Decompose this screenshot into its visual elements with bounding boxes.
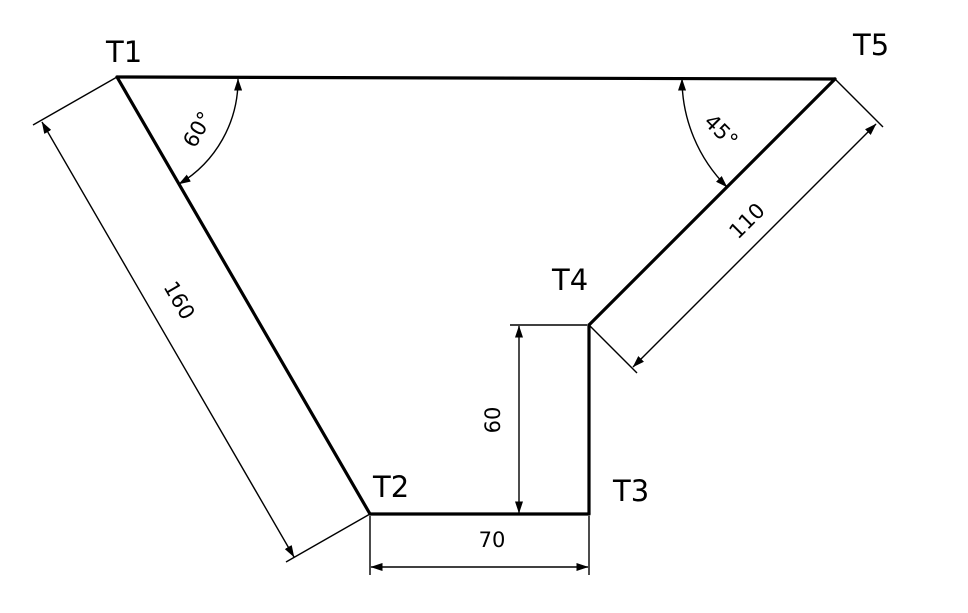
dimension-label-t3-t4: 60 xyxy=(481,407,505,434)
dimension-t4-t5: 110 xyxy=(588,78,884,374)
dimension-t3-t4: 60 xyxy=(481,324,587,514)
point-label-t5: T5 xyxy=(852,28,889,62)
edge-t1-t2 xyxy=(115,75,372,516)
dimension-t2-t3: 70 xyxy=(369,516,590,575)
point-label-t2: T2 xyxy=(372,470,409,504)
edge-t1-t5 xyxy=(115,75,837,81)
point-label-t1: T1 xyxy=(105,35,142,69)
dimension-line xyxy=(632,123,877,368)
angle-arc xyxy=(178,78,243,185)
dimension-line xyxy=(41,121,295,558)
angle-arc xyxy=(678,78,728,188)
angle-label-t5: 45° xyxy=(699,109,742,152)
point-labels: T1 T2 T3 T4 T5 xyxy=(105,28,889,508)
angle-dimension-t1: 60° xyxy=(178,78,243,185)
dimension-t1-t2: 160 xyxy=(32,76,371,563)
point-label-t3: T3 xyxy=(612,474,649,508)
extension-line xyxy=(588,324,638,374)
extension-line xyxy=(32,76,118,126)
angle-dimension-t5: 45° xyxy=(678,78,743,188)
angle-label-t1: 60° xyxy=(178,107,217,151)
extension-line xyxy=(834,78,884,128)
extension-line xyxy=(285,513,371,563)
dimension-label-t1-t2: 160 xyxy=(159,277,200,324)
point-label-t4: T4 xyxy=(551,263,588,297)
dimension-label-t2-t3: 70 xyxy=(479,528,506,552)
